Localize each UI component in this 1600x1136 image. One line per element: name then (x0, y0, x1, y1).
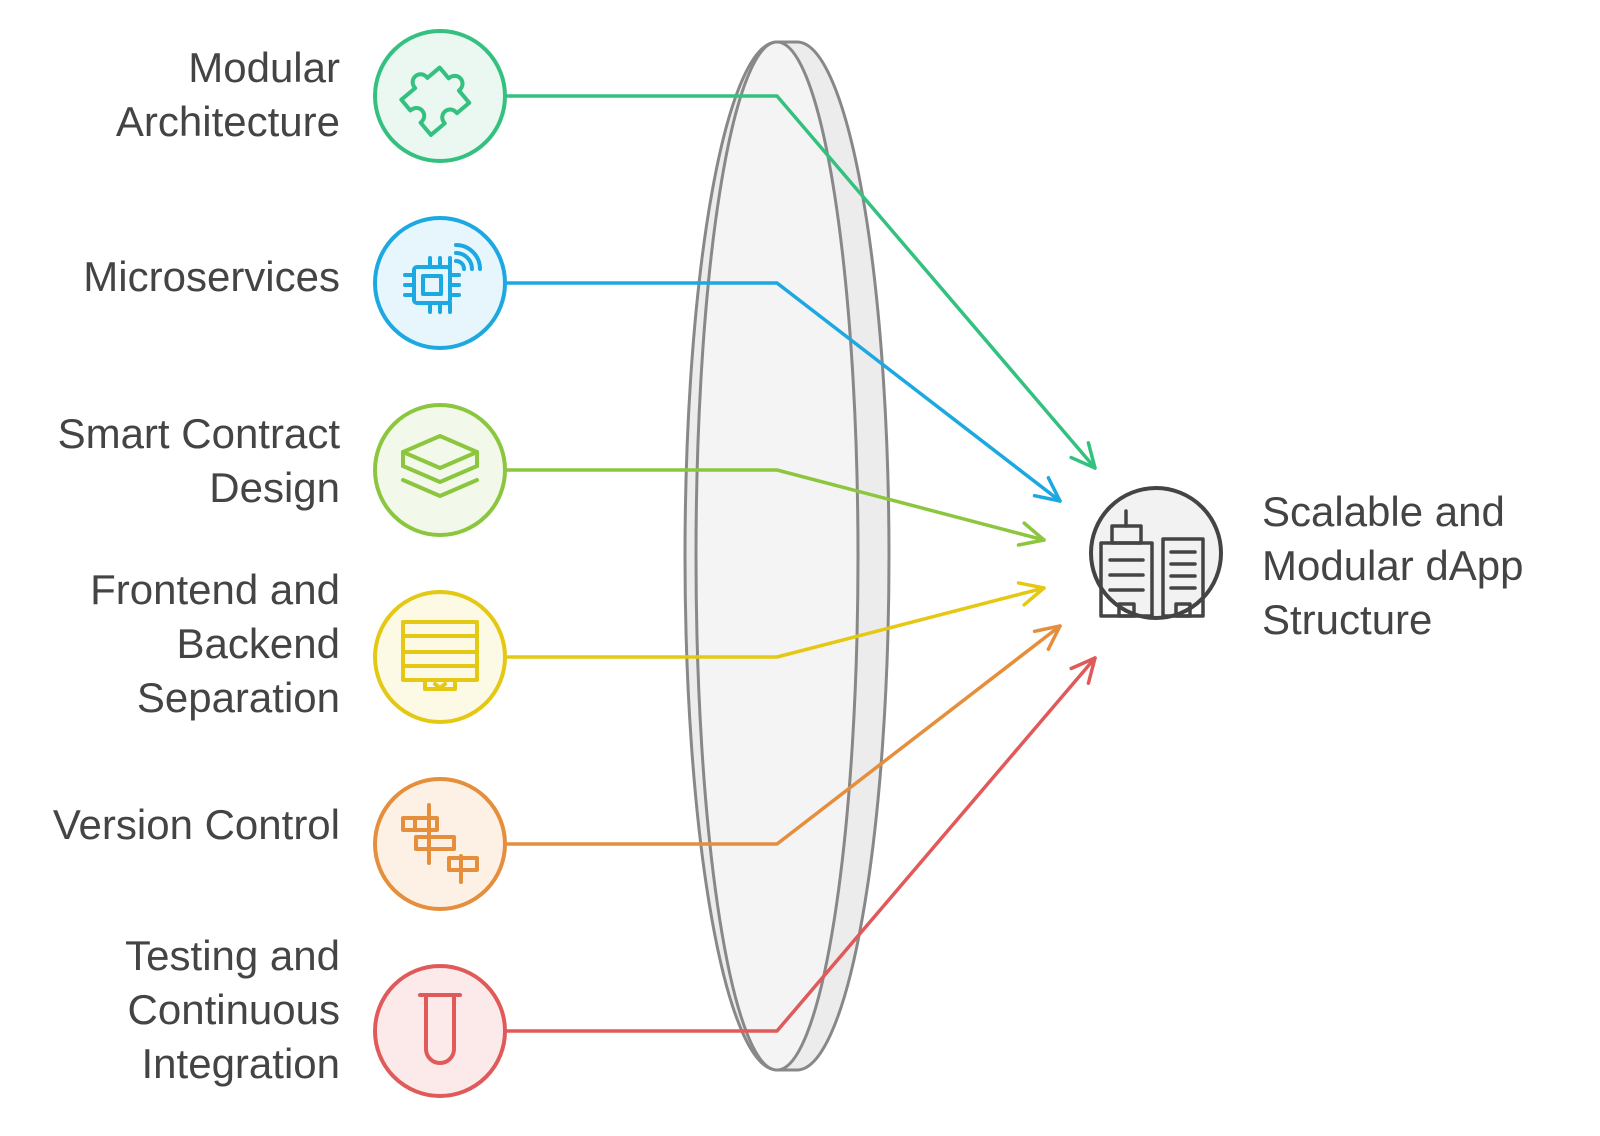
input-label-line: Smart Contract (57, 410, 340, 457)
input-label-line: Frontend and (90, 566, 340, 613)
input-nodes (373, 29, 507, 1098)
input-label-frontend-backend-separation: Frontend and Backend Separation (0, 563, 340, 725)
lens (683, 40, 891, 1072)
puzzle-icon (399, 65, 472, 137)
monitor-icon (401, 620, 479, 691)
input-node (373, 216, 507, 350)
gantt-icon (401, 803, 479, 884)
input-circle (373, 964, 507, 1098)
chip-wireless-icon (403, 243, 482, 314)
input-circle (373, 777, 507, 911)
test-tube-icon (418, 993, 462, 1065)
input-label-microservices: Microservices (0, 250, 340, 304)
input-label-line: Testing and (125, 932, 340, 979)
connector-arrow (503, 281, 1062, 503)
arrowhead (1016, 581, 1046, 607)
output-label-line: Structure (1262, 596, 1433, 643)
input-node (373, 403, 507, 537)
input-circle (373, 29, 507, 163)
input-circle (373, 590, 507, 724)
input-label-line: Version Control (52, 801, 340, 848)
connector-arrow (503, 94, 1097, 470)
input-circle (373, 403, 507, 537)
input-label-line: Modular (188, 44, 340, 91)
input-label-line: Architecture (115, 98, 340, 145)
arrowhead (1032, 476, 1062, 503)
input-label-line: Separation (136, 674, 340, 721)
input-label-line: Integration (141, 1040, 340, 1087)
connector-arrow (503, 624, 1062, 846)
input-label-line: Backend (176, 620, 340, 667)
output-label-line: Scalable and (1262, 488, 1505, 535)
input-label-version-control: Version Control (0, 798, 340, 852)
output-node (1089, 486, 1223, 620)
input-node (373, 590, 507, 724)
connector-arrow (503, 581, 1046, 659)
input-label-smart-contract-design: Smart Contract Design (0, 407, 340, 515)
input-label-testing-ci: Testing and Continuous Integration (0, 929, 340, 1091)
input-label-modular-architecture: Modular Architecture (0, 41, 340, 149)
input-label-line: Design (209, 464, 340, 511)
arrowhead (1069, 656, 1097, 685)
input-node (373, 777, 507, 911)
arrowhead (1016, 521, 1046, 547)
arrowhead (1069, 441, 1097, 470)
lens-front (694, 40, 860, 1072)
connector-arrow (503, 656, 1097, 1033)
layers-icon (401, 434, 479, 498)
buildings-icon (1099, 509, 1205, 618)
input-node (373, 964, 507, 1098)
connector-arrow (503, 468, 1046, 547)
input-node (373, 29, 507, 163)
output-circle (1089, 486, 1223, 620)
input-label-line: Microservices (83, 253, 340, 300)
arrowhead (1032, 624, 1062, 651)
input-label-line: Continuous (127, 986, 340, 1033)
output-label: Scalable and Modular dApp Structure (1262, 485, 1592, 647)
connector-arrows (503, 94, 1097, 1033)
output-label-line: Modular dApp (1262, 542, 1524, 589)
